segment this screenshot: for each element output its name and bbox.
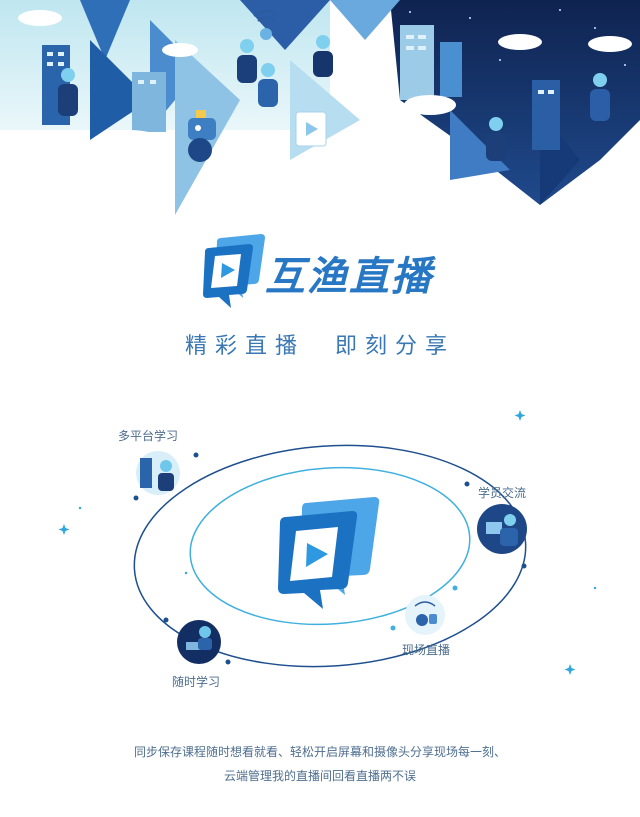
brand-name: 互渔直播 (265, 254, 433, 300)
shard (80, 0, 130, 60)
slogan: 精彩直播 即刻分享 (184, 334, 455, 359)
building (532, 80, 560, 150)
feature-orbit (58, 410, 597, 675)
hero-illustration (0, 0, 640, 215)
shard (450, 110, 510, 180)
robot-icon (188, 110, 216, 162)
camera-icon (260, 28, 272, 40)
building (440, 42, 462, 97)
building (400, 25, 434, 100)
feature-label-live-broadcast: 现场直播 (402, 643, 451, 657)
feature-label-student-exchange: 学员交流 (478, 486, 527, 500)
logo-mark-icon (203, 234, 265, 308)
shard (90, 40, 150, 140)
description-line-1: 同步保存课程随时想看就看、轻松开启屏幕和摄像头分享现场每一刻、 (133, 745, 506, 759)
shard (330, 0, 400, 40)
wifi-robot-icon (405, 595, 445, 635)
building-person-icon (136, 451, 180, 495)
shard (240, 0, 330, 50)
building (132, 72, 166, 132)
center-logo-icon (278, 497, 380, 609)
wifi-icon (253, 10, 279, 22)
person-laptop-icon (177, 620, 221, 664)
person-tablet-icon (477, 504, 527, 554)
feature-label-anytime-learning: 随时学习 (172, 675, 221, 689)
feature-label-multi-platform: 多平台学习 (118, 429, 179, 443)
outer-orbit (133, 444, 527, 668)
inner-orbit (189, 466, 471, 626)
brand-logo: 互渔直播 (203, 232, 443, 312)
play-icon (306, 122, 318, 136)
description-line-2: 云端管理我的直播间回看直播两不误 (223, 769, 416, 783)
